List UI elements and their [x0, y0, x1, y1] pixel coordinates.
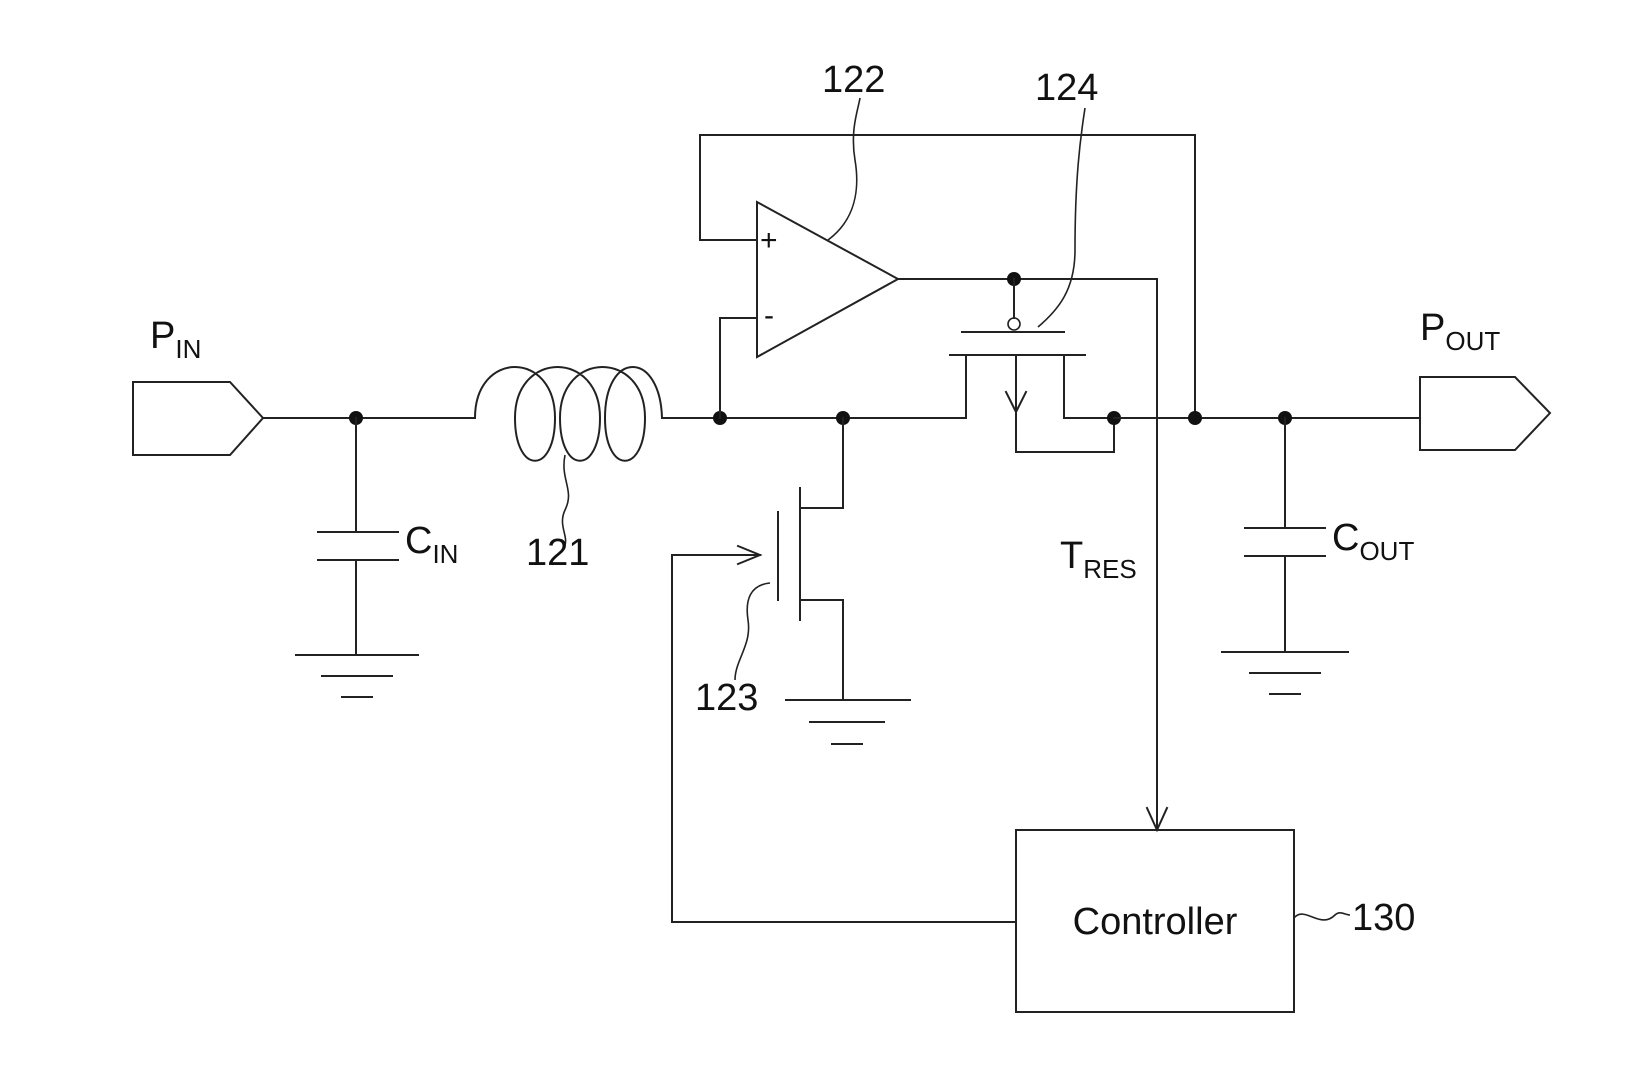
opamp-leader [828, 98, 860, 240]
output-port-pout [1420, 377, 1550, 450]
pmos-bubble [1008, 318, 1020, 330]
pass-transistor-124 [950, 332, 1114, 452]
pass-fet-ref-label: 124 [1035, 67, 1098, 109]
pout-label: POUT [1420, 307, 1500, 356]
controller-ref-label: 130 [1352, 897, 1415, 939]
ground-cout [1222, 652, 1348, 694]
ground-cin [296, 655, 418, 697]
opamp-plus: + [760, 224, 778, 257]
cout-label: COUT [1332, 517, 1414, 566]
input-port-pin [133, 382, 263, 455]
controller-leader [1294, 913, 1350, 920]
opamp-minus: - [764, 299, 774, 332]
low-fet-ref-label: 123 [695, 677, 758, 719]
pin-label: PIN [150, 315, 201, 364]
capacitor-cout [1245, 418, 1325, 652]
inductor-121 [475, 367, 662, 461]
low-side-transistor-123 [778, 418, 843, 700]
cin-label: CIN [405, 520, 458, 569]
feedback-wire [700, 135, 1195, 418]
opamp-122 [757, 202, 898, 357]
low-fet-leader [735, 583, 770, 680]
junction-feedback [1188, 411, 1202, 425]
tres-label: TRES [1060, 535, 1137, 584]
pass-fet-leader [1038, 108, 1085, 327]
controller-text: Controller [1073, 901, 1238, 943]
opamp-ref-label: 122 [822, 59, 885, 101]
ground-low-fet [786, 700, 910, 744]
inductor-ref-label: 121 [526, 532, 589, 574]
capacitor-cin [318, 418, 398, 655]
opamp-minus-wire [720, 318, 757, 418]
